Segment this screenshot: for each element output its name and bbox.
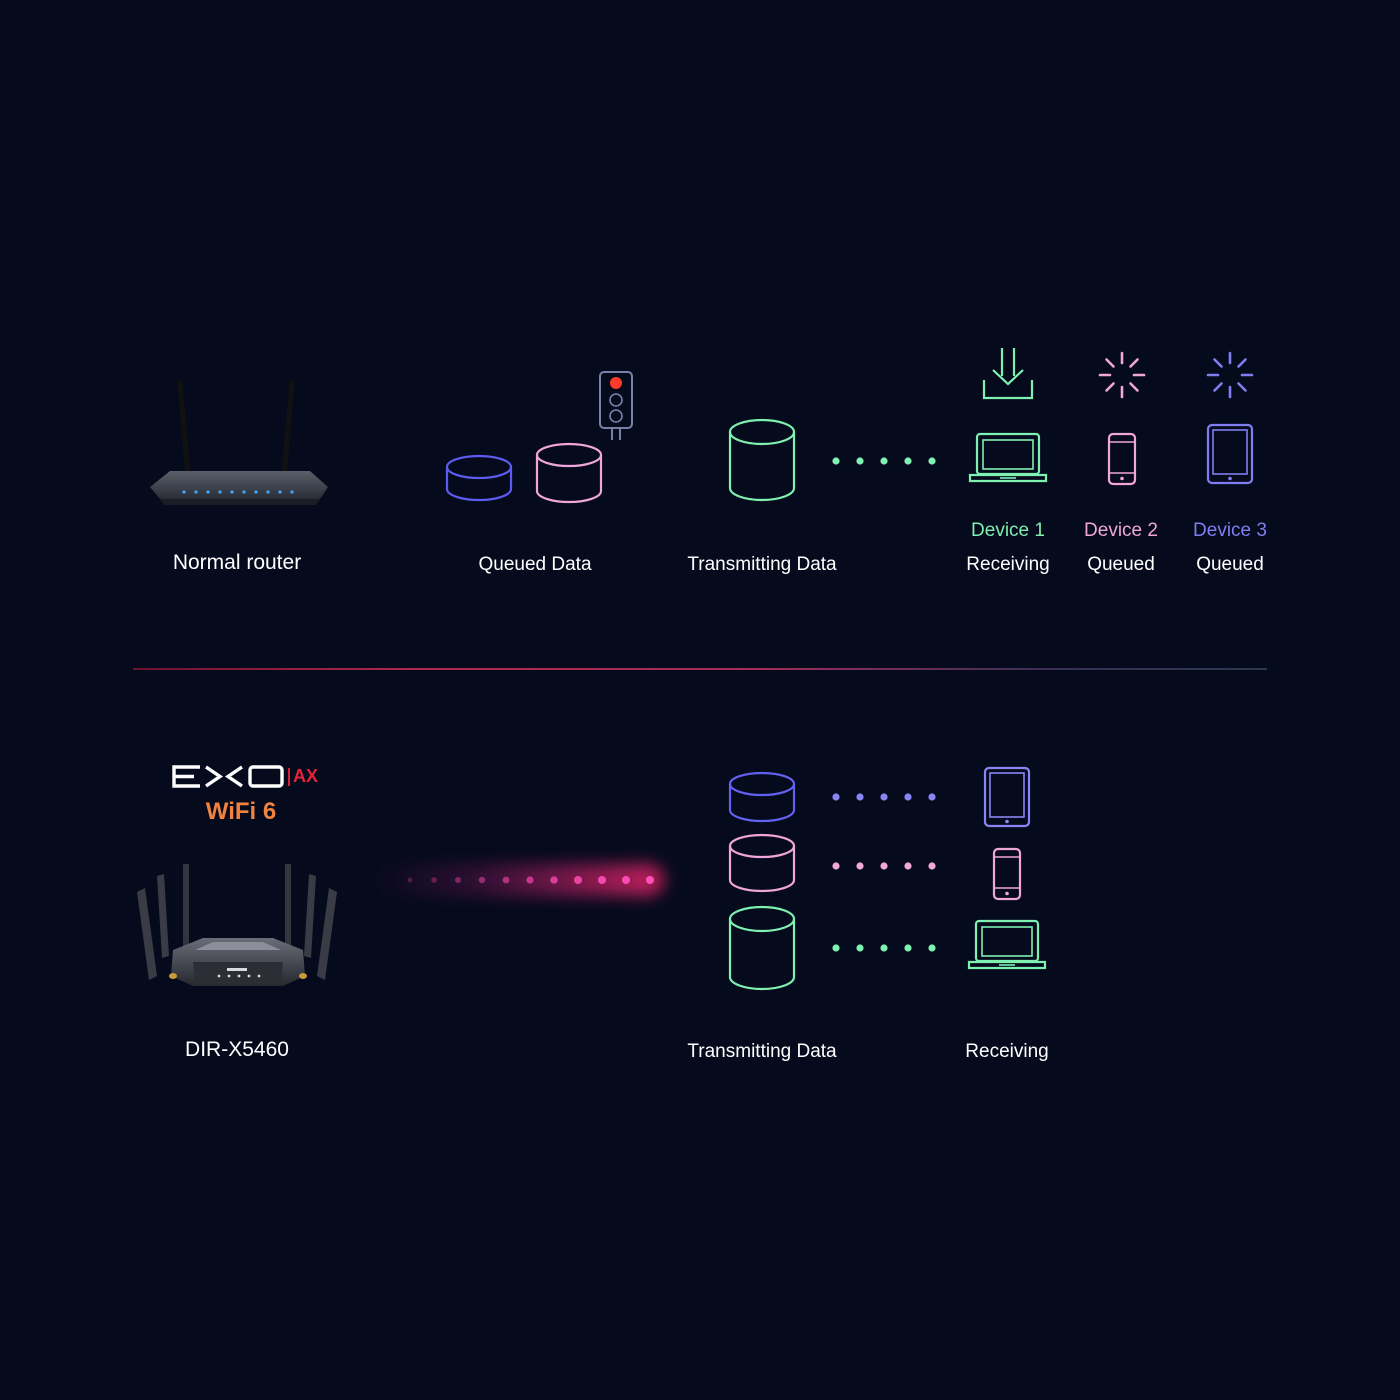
exo-receiving-label: Receiving [965,1041,1049,1062]
loading-spinner-icon [1206,351,1254,399]
transmitting-data-label: Transmitting Data [687,554,837,575]
stream-cylinder-green [728,905,796,991]
device-2-status: Queued [1087,554,1155,575]
device-3-status: Queued [1196,554,1264,575]
stream-dots-pink [832,862,936,870]
wifi6-label: WiFi 6 [205,798,277,825]
stream-dots-blue [832,793,936,801]
phone-icon [1107,432,1137,486]
tablet-icon [983,766,1031,828]
phone-icon [992,847,1022,901]
loading-spinner-icon [1098,351,1146,399]
traffic-light-icon [599,371,633,440]
transmission-dots [832,457,936,465]
normal-router-label: Normal router [172,551,302,574]
device-1-name: Device 1 [971,520,1045,541]
exo-transmitting-data-label: Transmitting Data [687,1041,837,1062]
queued-data-cylinder-pink [535,442,603,504]
section-divider [133,668,1267,670]
tablet-icon [1206,423,1254,485]
laptop-icon [968,432,1048,483]
stream-dots-green [832,944,936,952]
normal-router-image [150,380,328,505]
queued-data-cylinder-blue [445,454,513,502]
signal-beam-dots [407,876,654,884]
stream-cylinder-pink [728,833,796,893]
device-3-name: Device 3 [1193,520,1267,541]
exo-router-model: DIR-X5460 [185,1038,289,1061]
exo-logo [172,765,284,788]
exo-router-image [137,864,337,986]
transmitting-data-cylinder [728,418,796,502]
exo-logo-separator [288,768,290,786]
stream-cylinder-blue [728,771,796,823]
laptop-icon [967,919,1047,970]
download-icon [982,348,1034,400]
signal-beam [372,864,664,896]
device-2-name: Device 2 [1084,520,1158,541]
queued-data-label: Queued Data [478,554,592,575]
ax-badge: AX [293,766,319,786]
device-1-status: Receiving [966,554,1050,575]
